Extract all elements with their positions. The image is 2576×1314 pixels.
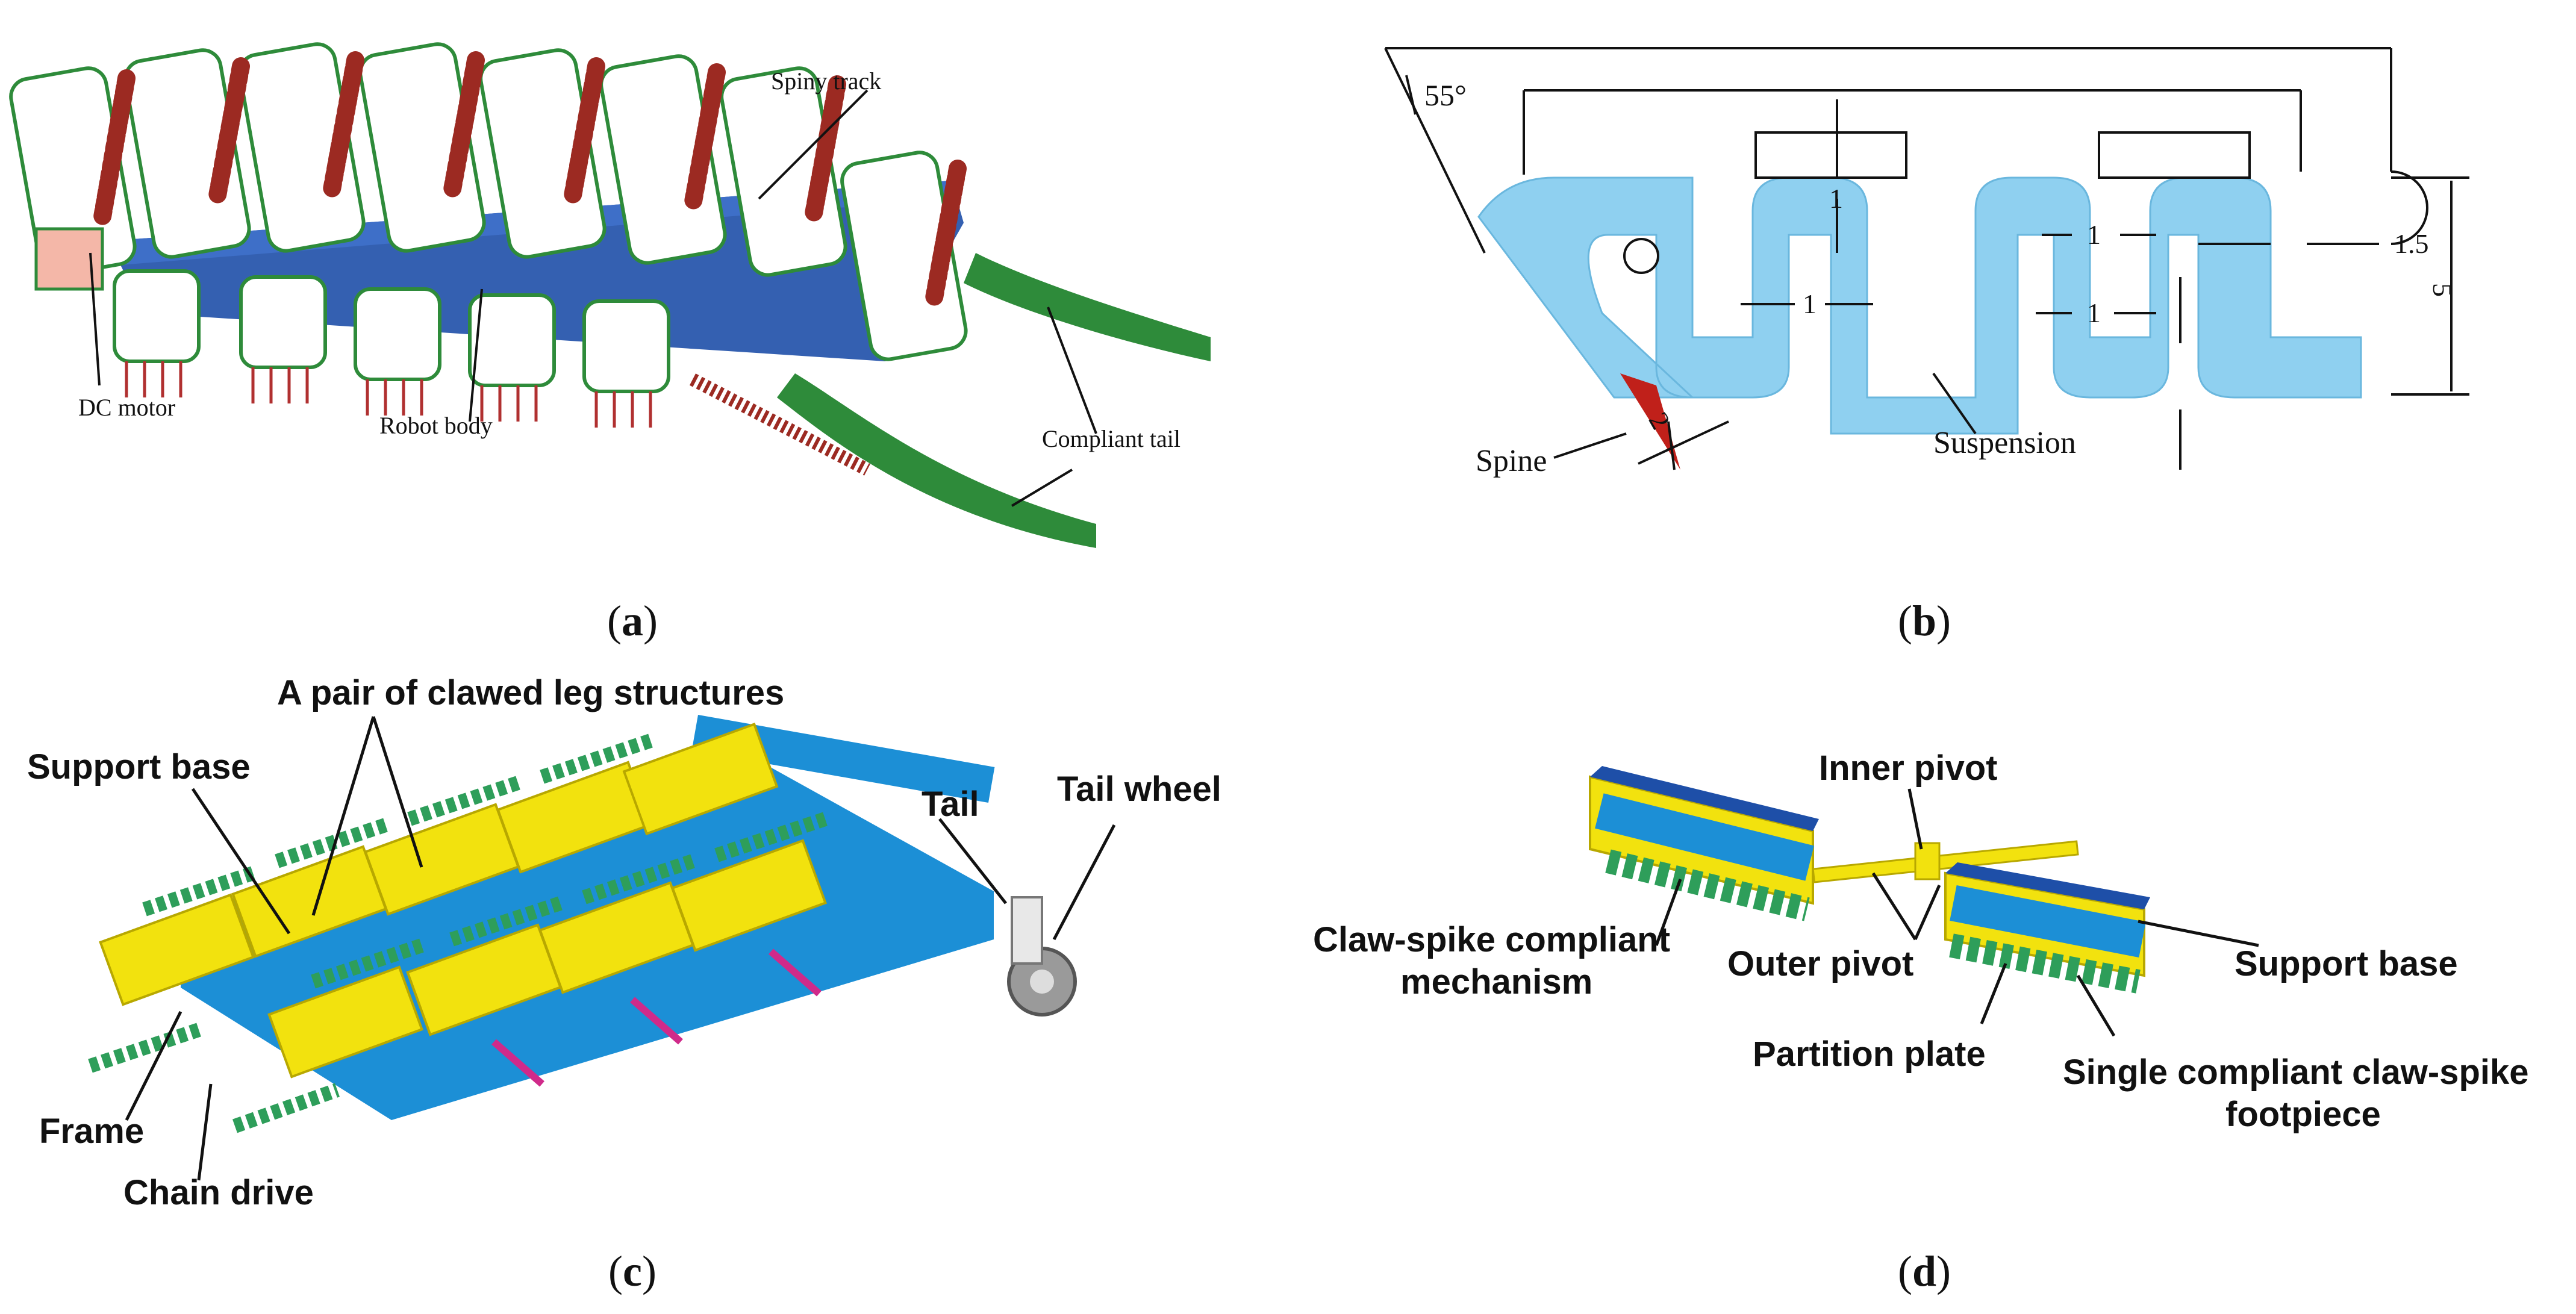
- panel-c: A pair of clawed leg structures Support …: [0, 650, 1295, 1253]
- label-support-base-d: Support base: [2235, 944, 2458, 983]
- compliant-tail-upper: [964, 253, 1211, 361]
- label-spine: Spine: [1476, 444, 1547, 478]
- panel-d: Inner pivot Claw-spike compliant mechani…: [1295, 723, 2576, 1180]
- label-footpiece-line1: Single compliant claw-spike: [2063, 1053, 2529, 1092]
- dim-1-left: 1: [1803, 288, 1817, 319]
- label-footpiece-line2: footpiece: [2225, 1095, 2381, 1134]
- lower-track-modules: [113, 269, 670, 393]
- label-inner-pivot: Inner pivot: [1819, 749, 1997, 788]
- label-clawed-legs: A pair of clawed leg structures: [277, 673, 784, 712]
- inner-pivot: [1812, 840, 2079, 883]
- label-claw-spike-line1: Claw-spike compliant: [1313, 920, 1670, 959]
- dim-angle: 55°: [1424, 78, 1467, 112]
- suspension-body: [1477, 176, 2362, 435]
- caption-b: (b): [1897, 597, 1951, 645]
- label-tail-wheel: Tail wheel: [1057, 770, 1221, 809]
- label-frame: Frame: [39, 1112, 144, 1151]
- tail-bar: [691, 715, 995, 803]
- dim-1-right: 1: [2087, 297, 2101, 328]
- dim-1-top: 1: [1829, 183, 1843, 214]
- dim-1-5: 1.5: [2394, 228, 2429, 259]
- clawed-leg-robot-drawing: A pair of clawed leg structures Support …: [27, 673, 1221, 1212]
- dim-1-mid: 1: [2087, 219, 2101, 250]
- spine-tip: [1620, 373, 1680, 470]
- caption-a: (a): [607, 597, 658, 645]
- claw-spike-mechanism-drawing: Inner pivot Claw-spike compliant mechani…: [1313, 749, 2529, 1134]
- label-tail: Tail: [922, 785, 979, 824]
- label-support-base: Support base: [27, 747, 251, 786]
- spine-suspension-drawing: 55° 1 1 1 1 1.5 5 2 Spine Suspension: [1384, 47, 2469, 478]
- label-suspension: Suspension: [1933, 426, 2076, 460]
- label-outer-pivot: Outer pivot: [1727, 944, 1913, 983]
- label-dc-motor: DC motor: [78, 394, 175, 421]
- compliant-tail-lower: [777, 373, 1096, 548]
- caption-d: (d): [1897, 1247, 1951, 1295]
- label-partition-plate: Partition plate: [1753, 1035, 1986, 1074]
- label-chain-drive: Chain drive: [123, 1173, 314, 1212]
- spiny-track-robot-drawing: Spiny track DC motor Robot body Complian…: [9, 42, 1211, 548]
- panel-b: 55° 1 1 1 1 1.5 5 2 Spine Suspension: [1355, 0, 2500, 578]
- caption-c: (c): [608, 1247, 656, 1295]
- panel-a: Spiny track DC motor Robot body Complian…: [0, 0, 1265, 602]
- yellow-leg-structures: [99, 723, 828, 1079]
- label-robot-body: Robot body: [379, 412, 493, 439]
- label-spiny-track: Spiny track: [771, 67, 881, 95]
- label-compliant-tail: Compliant tail: [1042, 425, 1180, 452]
- label-claw-spike-line2: mechanism: [1400, 962, 1592, 1001]
- dim-5: 5: [2427, 283, 2458, 297]
